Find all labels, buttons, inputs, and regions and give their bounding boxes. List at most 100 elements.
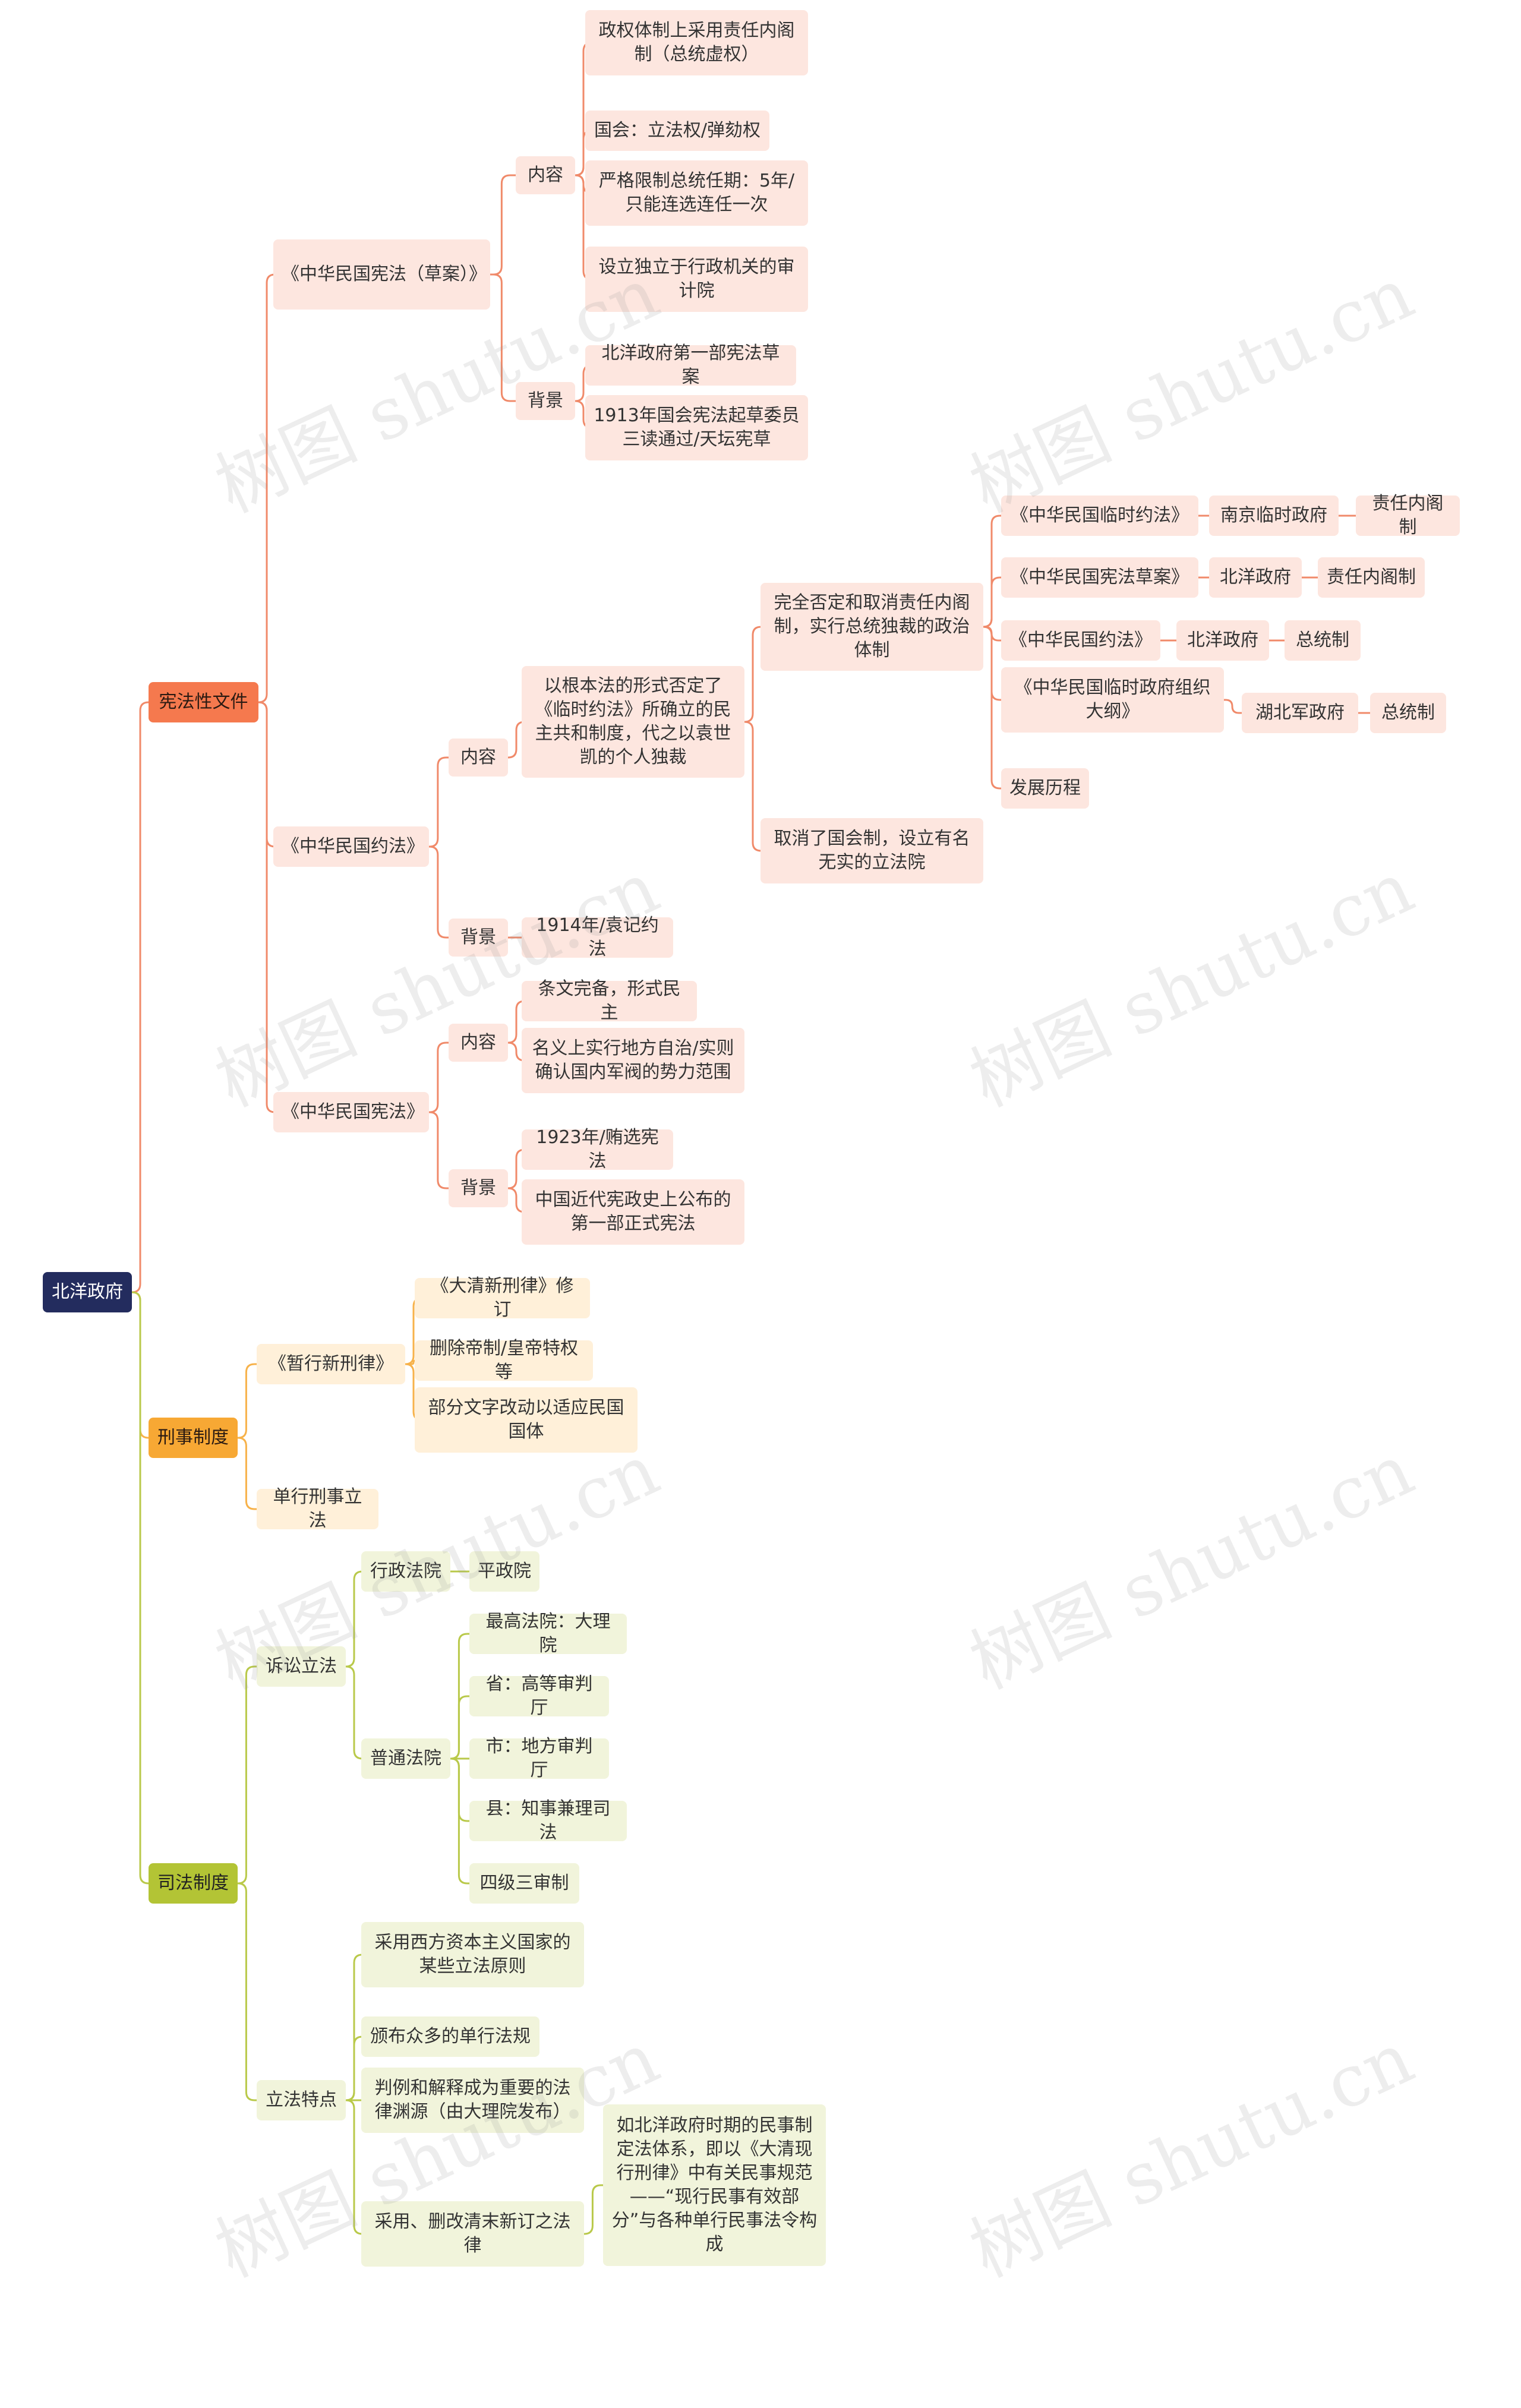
node-label: 平政院 [478, 1561, 531, 1582]
node-label: 省：高等审判厅 [485, 1674, 593, 1718]
node-label: 县：知事兼理司法 [485, 1798, 611, 1843]
map-node-0-2-1[interactable]: 背景 [449, 1169, 508, 1207]
map-node-1-1[interactable]: 单行刑事立法 [257, 1487, 378, 1531]
map-node-2[interactable]: 司法制度 [149, 1863, 238, 1904]
map-node-0[interactable]: 宪法性文件 [149, 682, 258, 722]
connector [258, 701, 276, 1113]
map-node-0-1-0-0-0-1[interactable]: 《中华民国宪法草案》 [1001, 557, 1198, 598]
map-node-2-0-1-0[interactable]: 最高法院：大理院 [469, 1611, 627, 1656]
map-node-2-0-1-4[interactable]: 四级三审制 [469, 1863, 579, 1904]
map-node-0-2-1-0[interactable]: 1923年/贿选宪法 [522, 1127, 673, 1172]
map-node-2-1-0[interactable]: 采用西方资本主义国家的某些立法原则 [361, 1922, 584, 1987]
map-node-0-0-0-2[interactable]: 严格限制总统任期：5年/只能连选连任一次 [585, 160, 808, 226]
node-label: 1914年/袁记约法 [536, 915, 659, 960]
map-node-2-0-0-0[interactable]: 平政院 [469, 1551, 539, 1592]
node-label: 严格限制总统任期：5年/只能连选连任一次 [598, 171, 795, 215]
node-label: 《中华民国约法》 [1009, 630, 1152, 651]
map-node-0-1-1[interactable]: 背景 [449, 919, 508, 957]
map-node-1-0-0[interactable]: 《大清新刑律》修订 [415, 1276, 590, 1320]
node-label: 北洋政府 [52, 1282, 123, 1302]
map-node-2-0-1-1[interactable]: 省：高等审判厅 [469, 1674, 609, 1718]
connector [258, 273, 276, 703]
connector [429, 845, 449, 939]
map-node-0-1-0-0-0-2-0-0[interactable]: 总统制 [1285, 620, 1361, 661]
map-node-0-1-0-0-0-1-0-0[interactable]: 责任内阁制 [1318, 557, 1425, 598]
node-label: 1913年国会宪法起草委员三读通过/天坛宪草 [594, 405, 800, 450]
map-node-0-1-0[interactable]: 内容 [449, 739, 508, 777]
connector [983, 576, 1001, 628]
map-node-0-0[interactable]: 《中华民国宪法（草案）》 [273, 239, 490, 310]
connector [584, 2184, 603, 2235]
map-node-0-1-0-0-0-3-0[interactable]: 湖北军政府 [1242, 693, 1358, 733]
map-node-0-1-0-0-1[interactable]: 取消了国会制，设立有名无实的立法院 [760, 818, 983, 883]
map-node-2-1-3-0[interactable]: 如北洋政府时期的民事制定法体系，即以《大清现行刑律》中有关民事规范——“现行民事… [603, 2104, 826, 2266]
connector [131, 1291, 149, 1885]
map-node-1-0[interactable]: 《暂行新刑律》 [257, 1344, 405, 1384]
map-node-0-1-1-0[interactable]: 1914年/袁记约法 [522, 915, 673, 960]
node-label: 南京临时政府 [1220, 505, 1327, 526]
connector [429, 1111, 449, 1189]
map-node-0-1-0-0-0-3-0-0[interactable]: 总统制 [1370, 693, 1446, 733]
connector [345, 1570, 363, 1668]
node-label: 《中华民国宪法（草案）》 [282, 264, 487, 285]
connector [238, 1437, 257, 1510]
map-node-0-0-0-3[interactable]: 设立独立于行政机关的审计院 [585, 247, 808, 312]
map-node-2-1[interactable]: 立法特点 [257, 2080, 346, 2120]
map-node-0-1-0-0-0-2-0[interactable]: 北洋政府 [1176, 620, 1269, 661]
map-node-2-0-1[interactable]: 普通法院 [361, 1738, 450, 1779]
node-label: 北洋政府 [1187, 630, 1258, 651]
connector [490, 174, 516, 276]
node-label: 部分文字改动以适应民国国体 [428, 1397, 624, 1442]
map-node-0-0-1-0[interactable]: 北洋政府第一部宪法草案 [585, 343, 796, 387]
map-node-1-0-1[interactable]: 删除帝制/皇帝特权等 [415, 1338, 593, 1383]
map-node-0-0-0-1[interactable]: 国会：立法权/弹劾权 [585, 111, 769, 151]
connector [507, 1187, 525, 1213]
map-node-2-0-1-3[interactable]: 县：知事兼理司法 [469, 1798, 627, 1843]
map-node-0-1-0-0-0-1-0[interactable]: 北洋政府 [1209, 557, 1302, 598]
map-node-0-1-0-0-0-4[interactable]: 发展历程 [1001, 768, 1089, 809]
root-node[interactable]: 北洋政府 [43, 1272, 132, 1312]
map-node-0-1-0-0-0[interactable]: 完全否定和取消责任内阁制，实行总统独裁的政治体制 [760, 583, 983, 671]
map-node-0-0-0[interactable]: 内容 [516, 156, 575, 194]
connector [345, 2035, 363, 2101]
map-node-2-0-0[interactable]: 行政法院 [361, 1551, 450, 1592]
node-label: 总统制 [1296, 630, 1349, 651]
map-node-0-1-0-0-0-2[interactable]: 《中华民国约法》 [1001, 620, 1160, 661]
map-node-2-0-1-2[interactable]: 市：地方审判厅 [469, 1736, 609, 1781]
node-label: 以根本法的形式否定了《临时约法》所确立的民主共和制度，代之以袁世凯的个人独裁 [535, 676, 731, 768]
map-node-0-2-1-1[interactable]: 中国近代宪政史上公布的第一部正式宪法 [522, 1179, 744, 1245]
node-label: 四级三审制 [479, 1873, 569, 1893]
node-label: 《中华民国临时约法》 [1011, 505, 1189, 526]
map-node-0-1-0-0[interactable]: 以根本法的形式否定了《临时约法》所确立的民主共和制度，代之以袁世凯的个人独裁 [522, 666, 744, 778]
map-node-0-1-0-0-0-0[interactable]: 《中华民国临时约法》 [1001, 496, 1198, 536]
map-node-2-1-3[interactable]: 采用、删改清末新订之法律 [361, 2201, 584, 2267]
node-label: 《中华民国宪法》 [282, 1102, 424, 1122]
map-node-2-1-2[interactable]: 判例和解释成为重要的法律渊源（由大理院发布） [361, 2068, 584, 2133]
map-node-0-1-0-0-0-3[interactable]: 《中华民国临时政府组织大纲》 [1001, 667, 1224, 733]
node-label: 司法制度 [157, 1873, 229, 1893]
map-node-2-0[interactable]: 诉讼立法 [257, 1646, 346, 1687]
node-label: 北洋政府第一部宪法草案 [601, 343, 780, 387]
map-node-0-2[interactable]: 《中华民国宪法》 [273, 1092, 429, 1132]
node-label: 发展历程 [1009, 778, 1081, 799]
node-label: 宪法性文件 [159, 692, 248, 712]
map-node-0-1-0-0-0-0-0-0[interactable]: 责任内阁制 [1356, 493, 1460, 538]
node-label: 北洋政府 [1220, 567, 1291, 588]
node-label: 单行刑事立法 [273, 1487, 362, 1531]
connector [507, 1000, 525, 1044]
connector [1224, 699, 1242, 714]
map-node-0-2-0-0[interactable]: 条文完备，形式民主 [522, 979, 697, 1023]
map-node-0-0-1-1[interactable]: 1913年国会宪法起草委员三读通过/天坛宪草 [585, 395, 808, 460]
map-node-2-1-1[interactable]: 颁布众多的单行法规 [361, 2016, 539, 2057]
map-node-0-0-0-0[interactable]: 政权体制上采用责任内阁制（总统虚权） [585, 10, 808, 75]
map-node-1-0-2[interactable]: 部分文字改动以适应民国国体 [415, 1387, 638, 1453]
node-label: 市：地方审判厅 [485, 1736, 593, 1781]
map-node-0-0-1[interactable]: 背景 [516, 382, 575, 420]
map-node-0-1[interactable]: 《中华民国约法》 [273, 826, 429, 867]
map-node-0-2-0[interactable]: 内容 [449, 1024, 508, 1062]
map-node-0-2-0-1[interactable]: 名义上实行地方自治/实则确认国内军阀的势力范围 [522, 1028, 744, 1093]
node-label: 背景 [460, 927, 496, 948]
node-label: 名义上实行地方自治/实则确认国内军阀的势力范围 [532, 1038, 734, 1083]
map-node-1[interactable]: 刑事制度 [149, 1418, 238, 1458]
map-node-0-1-0-0-0-0-0[interactable]: 南京临时政府 [1209, 496, 1339, 536]
